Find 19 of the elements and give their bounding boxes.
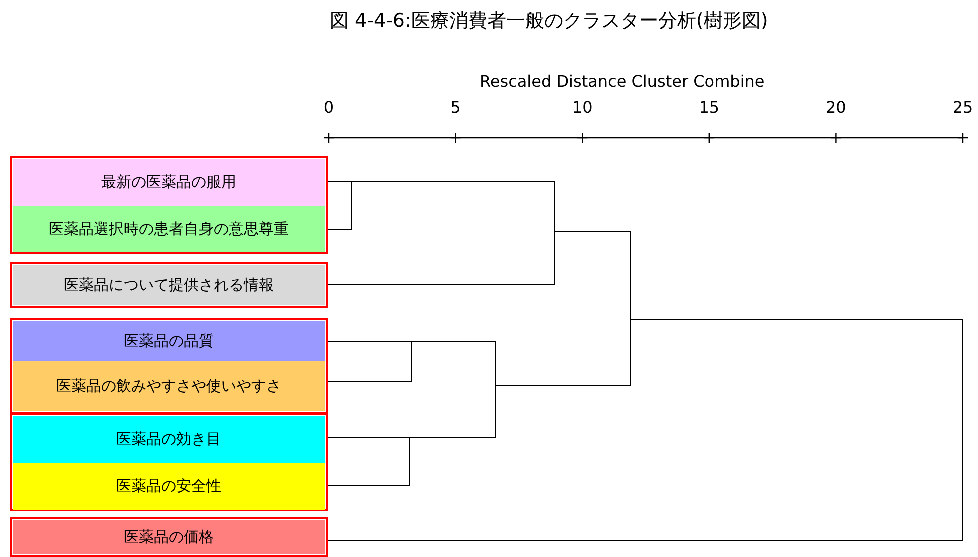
variable-label: 医薬品の品質 <box>13 321 325 361</box>
variable-label: 医薬品の安全性 <box>13 463 325 510</box>
variable-label: 医薬品の飲みやすさや使いやすさ <box>13 361 325 411</box>
variable-label: 最新の医薬品の服用 <box>13 159 325 206</box>
tick-label: 5 <box>450 98 462 117</box>
group-frame <box>10 156 328 254</box>
variable-label: 医薬品の価格 <box>13 520 325 554</box>
tick-label: 25 <box>952 98 974 117</box>
axis-title: Rescaled Distance Cluster Combine <box>480 72 765 91</box>
variable-label: 医薬品選択時の患者自身の意思尊重 <box>13 206 325 252</box>
tick-label: 15 <box>698 98 721 117</box>
variable-label: 医薬品について提供される情報 <box>13 265 325 305</box>
group-frame <box>10 318 328 414</box>
tick-label: 0 <box>322 98 336 117</box>
group-frame <box>10 413 328 511</box>
tick-label: 20 <box>825 98 848 117</box>
tick-label: 10 <box>571 98 594 117</box>
title: 図 4-4-6:医療消費者一般のクラスター分析(樹形図) <box>330 9 768 34</box>
variable-label: 医薬品の効き目 <box>13 416 325 463</box>
